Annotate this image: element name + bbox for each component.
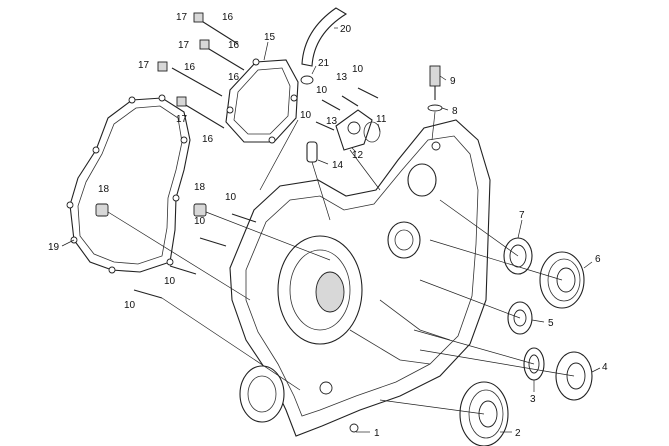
callout-9: 9: [450, 76, 456, 87]
callout-10-c: 10: [300, 110, 312, 121]
callout-5: 5: [548, 318, 554, 329]
callout-17-c: 17: [138, 60, 150, 71]
callout-10-b: 10: [316, 85, 328, 96]
crankcase-gasket: [66, 94, 191, 274]
callout-10-d: 10: [225, 192, 237, 203]
callout-17-b: 17: [178, 40, 190, 51]
callout-16-e: 16: [202, 134, 214, 145]
callout-10-g: 10: [124, 300, 136, 311]
callout-4: 4: [602, 362, 608, 373]
callout-labels: 1 2 3 4 5 6 7 8 9 10 10 10 10 10 10 10 1…: [48, 12, 608, 439]
callout-15: 15: [264, 32, 276, 43]
callout-13-a: 13: [336, 72, 348, 83]
callout-6: 6: [595, 254, 601, 265]
callout-17-d: 17: [176, 114, 188, 125]
callout-18-a: 18: [98, 184, 110, 195]
callout-7: 7: [519, 210, 525, 221]
callout-20: 20: [340, 24, 352, 35]
callout-11: 11: [376, 114, 387, 125]
callout-2: 2: [515, 428, 521, 439]
callout-17-a: 17: [176, 12, 188, 23]
crankcase-body: [229, 119, 491, 437]
callout-14: 14: [332, 160, 344, 171]
callout-21: 21: [318, 58, 330, 69]
oil-sensor: [427, 65, 443, 112]
callout-10-a: 10: [352, 64, 364, 75]
callout-16-c: 16: [184, 62, 196, 73]
callout-3: 3: [530, 394, 536, 405]
callout-13-b: 13: [326, 116, 338, 127]
callout-8: 8: [452, 106, 458, 117]
cover-gasket: [225, 58, 299, 144]
small-cover: [315, 87, 381, 151]
callout-16-b: 16: [228, 40, 240, 51]
callout-12: 12: [352, 150, 364, 161]
callout-10-f: 10: [164, 276, 176, 287]
callout-10-e: 10: [194, 216, 206, 227]
stud-bolts: [157, 12, 245, 129]
callout-1: 1: [374, 428, 380, 439]
callout-16-a: 16: [222, 12, 234, 23]
assembly-bolts: [95, 203, 257, 299]
oil-seal-7: [503, 237, 533, 275]
leader-lines: [107, 111, 575, 415]
callout-19: 19: [48, 242, 60, 253]
callout-16-d: 16: [228, 72, 240, 83]
callout-18-b: 18: [194, 182, 206, 193]
